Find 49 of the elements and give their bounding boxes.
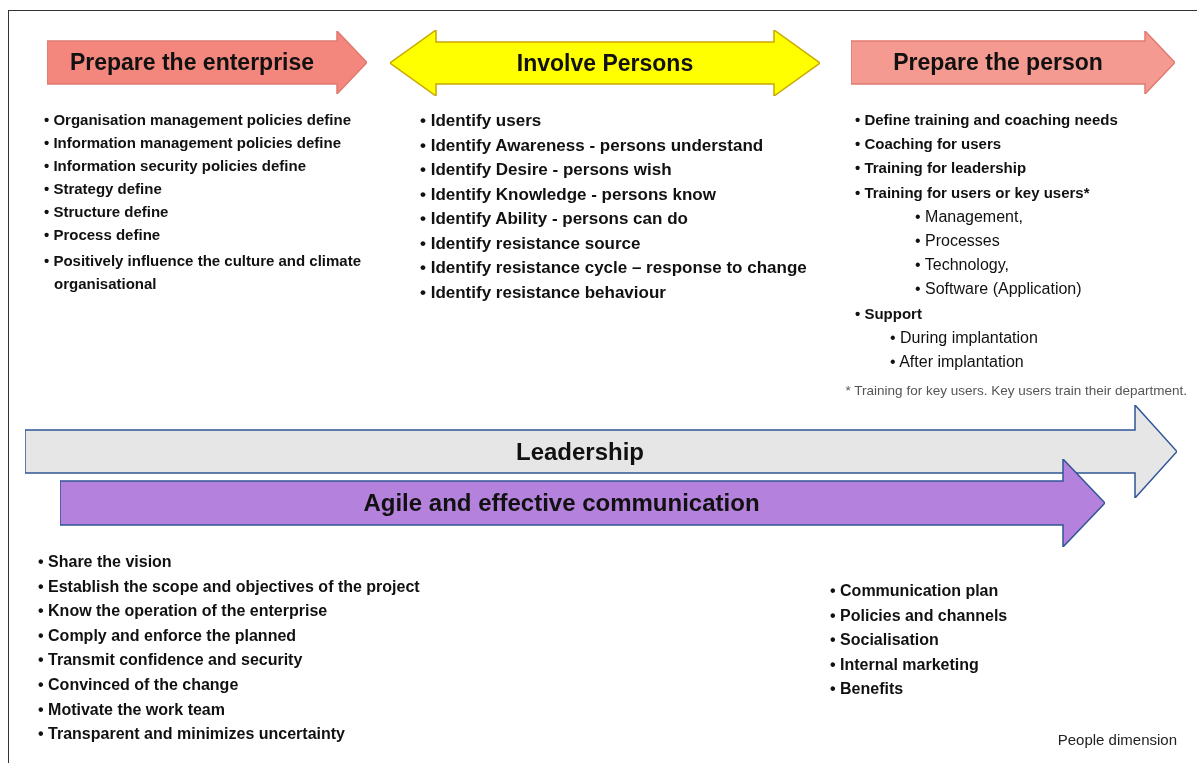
bullet-item: • Identify resistance source bbox=[420, 233, 642, 255]
arrow-banner bbox=[47, 31, 367, 94]
bullet-item: • Know the operation of the enterprise bbox=[38, 602, 329, 622]
bullet-item: • Comply and enforce the planned bbox=[38, 626, 298, 646]
bullet-item: • Information management policies define bbox=[44, 134, 342, 153]
arrow-label: Prepare the enterprise bbox=[69, 49, 315, 76]
bullet-item: • Communication plan bbox=[830, 582, 1000, 601]
bullet-item: • Identify Awareness - persons understand bbox=[420, 135, 765, 157]
bullet-item: • Training for leadership bbox=[855, 159, 1028, 179]
bullet-item: • Training for users or key users* bbox=[855, 183, 1091, 203]
bullet-item: • Technology, bbox=[915, 256, 1010, 276]
bullet-item: • Organisation management policies define bbox=[44, 111, 352, 130]
double-arrow-banner bbox=[390, 30, 820, 96]
bullet-item: • Management, bbox=[915, 207, 1024, 227]
bullet-item: • Transmit confidence and security bbox=[38, 651, 304, 671]
bullet-item: • Internal marketing bbox=[830, 655, 980, 675]
bullet-item: • Convinced of the change bbox=[38, 675, 240, 695]
bullet-item: • Strategy define bbox=[44, 180, 163, 199]
bullet-item: • During implantation bbox=[890, 328, 1039, 348]
bullet-item: • Policies and channels bbox=[830, 606, 1008, 626]
bullet-item: • Transparent and minimizes uncertainty bbox=[38, 725, 346, 745]
bullet-item: • Establish the scope and objectives of the project bbox=[38, 577, 420, 597]
arrow-label: Agile and effective communication bbox=[363, 489, 760, 517]
bullet-item: • Benefits bbox=[830, 680, 905, 700]
bullet-item: • Software (Application) bbox=[915, 280, 1083, 300]
bullet-item: • Coaching for users bbox=[855, 135, 1003, 155]
arrow-label: Prepare the person bbox=[893, 49, 1103, 76]
bullet-item: • Identify resistance behaviour bbox=[420, 282, 667, 304]
bullet-item: • Processes bbox=[915, 231, 1001, 251]
bullet-item: • Share the vision bbox=[38, 553, 173, 572]
bullet-item: • Support bbox=[855, 304, 923, 324]
bullet-item: • Identify Desire - persons wish bbox=[420, 160, 673, 181]
note-text: People dimension bbox=[1057, 731, 1177, 748]
bullet-item: • Information security policies define bbox=[44, 157, 307, 176]
bullet-item: • Define training and coaching needs bbox=[855, 111, 1118, 130]
bullet-item: • Socialisation bbox=[830, 631, 940, 651]
bullet-item: • Process define bbox=[44, 226, 162, 245]
footnote: * Training for key users. Key users train their department. bbox=[845, 383, 1187, 398]
bullet-item: • After implantation bbox=[890, 352, 1025, 372]
bullet-item: • Structure define bbox=[44, 203, 170, 222]
arrow-label: Leadership bbox=[515, 437, 644, 466]
bullet-item: • Identify users bbox=[420, 111, 543, 132]
arrow-banner bbox=[851, 31, 1175, 94]
arrow-label: Involve Persons bbox=[516, 49, 694, 77]
bullet-item: • Identify Ability - persons can do bbox=[420, 209, 689, 230]
bullet-item: • Motivate the work team bbox=[38, 700, 226, 720]
bullet-item: • Positively influence the culture and climate organisational bbox=[44, 251, 362, 294]
bullet-item: • Identify resistance cycle – response to change bbox=[420, 258, 807, 279]
bullet-item: • Identify Knowledge - persons know bbox=[420, 184, 717, 206]
